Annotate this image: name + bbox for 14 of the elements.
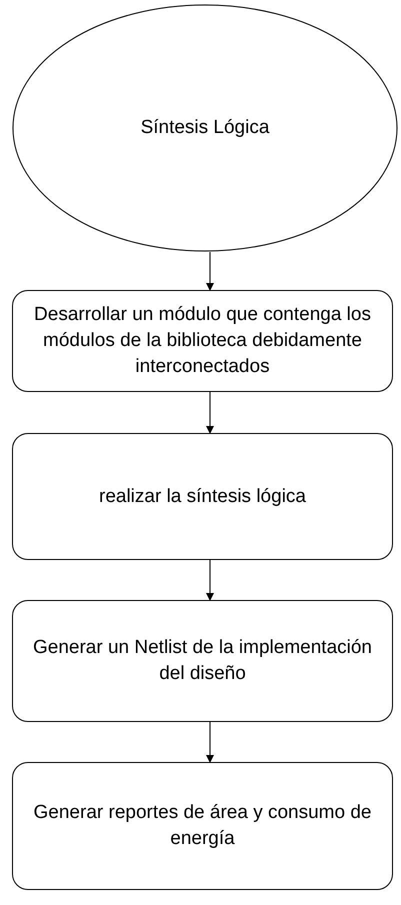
node-text: Generar un Netlist de la implementación del diseño	[32, 636, 373, 686]
node-text: realizar la síntesis lógica	[99, 484, 306, 508]
process-box	[12, 762, 393, 890]
start-ellipse	[12, 4, 398, 252]
process-box	[12, 433, 393, 560]
node-text: Síntesis Lógica	[140, 116, 270, 140]
arrow	[206, 252, 214, 291]
process-box	[12, 290, 393, 392]
process-box	[12, 600, 393, 722]
arrow	[206, 722, 214, 763]
node-text: Desarrollar un módulo que contenga los módulos de la biblioteca debidamente interconectados	[33, 303, 372, 379]
node-text: Generar reportes de área y consumo de energía	[32, 801, 372, 851]
arrow	[206, 392, 214, 434]
arrow	[206, 560, 214, 601]
